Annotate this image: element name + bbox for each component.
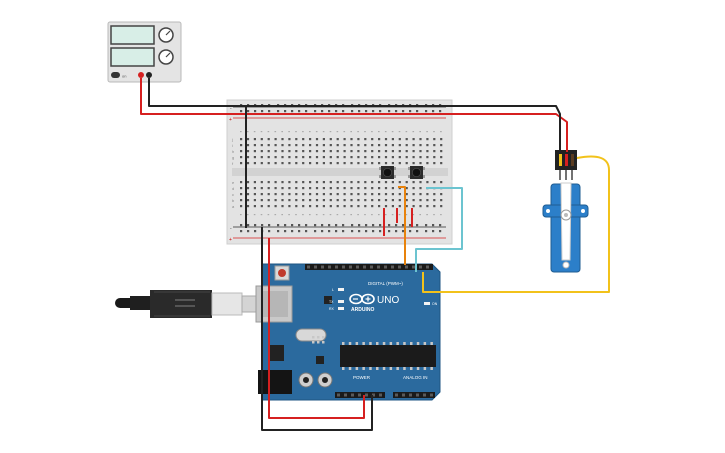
row-letter-a: a [232,204,235,209]
current-display [110,47,155,67]
rail-minus-label-bottom: - [230,226,232,232]
row-letter-c: c [232,192,234,197]
servo-horn[interactable] [560,182,572,261]
wire-arduino-5v[interactable] [268,238,365,419]
label-rx: RX [329,307,335,311]
crystal-oscillator [295,328,327,342]
row-letter-b: b [232,198,235,203]
power-jack[interactable] [258,370,292,394]
wire-ps-positive[interactable] [140,78,568,152]
voltage-display [110,25,155,45]
board-brand-label: ARDUINO [351,307,374,313]
wire-arduino-gnd[interactable] [261,227,373,431]
power-label: POWER [353,375,371,380]
rail-plus-label: + [229,117,232,123]
power-supply[interactable]: on [107,21,182,83]
row-letter-e: e [232,180,235,185]
row-letter-g: g [232,155,234,160]
led-l [338,288,344,291]
voltage-regulator [270,345,284,361]
servo-motor[interactable] [542,150,589,273]
wires[interactable] [140,78,610,431]
center-channel [232,168,448,176]
arduino-logo [349,293,375,305]
chip-pins [342,342,433,370]
wire-button1-signal[interactable] [398,186,406,265]
label-l: L [332,288,334,292]
usb-cable[interactable] [115,290,265,318]
row-letter-i: i [232,143,233,148]
negative-terminal[interactable] [146,72,152,78]
row-letter-h: h [232,149,234,154]
led-tx [338,300,344,303]
led-rx [338,307,344,310]
power-switch[interactable] [111,72,120,78]
wire-button2-signal[interactable] [415,187,463,272]
digital-header[interactable] [305,264,433,270]
analog-label: ANALOG IN [403,375,428,380]
rail-plus-label-bottom: + [229,237,232,243]
power-button-label: on [122,74,126,79]
board-model-label: UNO [377,295,399,306]
label-tx: TX [329,300,334,304]
digital-label: DIGITAL (PWM~) [368,281,403,286]
wire-ps-negative[interactable] [148,78,561,152]
row-letter-j: j [231,137,233,142]
microcontroller-chip [340,345,436,367]
led-on [424,302,430,305]
label-on: ON [432,302,438,306]
pushbutton-1[interactable] [379,166,396,179]
row-letter-f: f [232,161,234,166]
pushbutton-2[interactable] [408,166,425,179]
rail-minus-label: - [230,106,232,112]
analog-header[interactable] [393,392,435,398]
row-letter-d: d [232,186,234,191]
icsp-header [312,336,325,344]
wire-servo-signal[interactable] [422,155,610,293]
arduino-uno[interactable]: L TX RX ON UNO ARDUINO DIGITAL (PWM~) PO… [255,263,441,401]
positive-terminal[interactable] [138,72,144,78]
